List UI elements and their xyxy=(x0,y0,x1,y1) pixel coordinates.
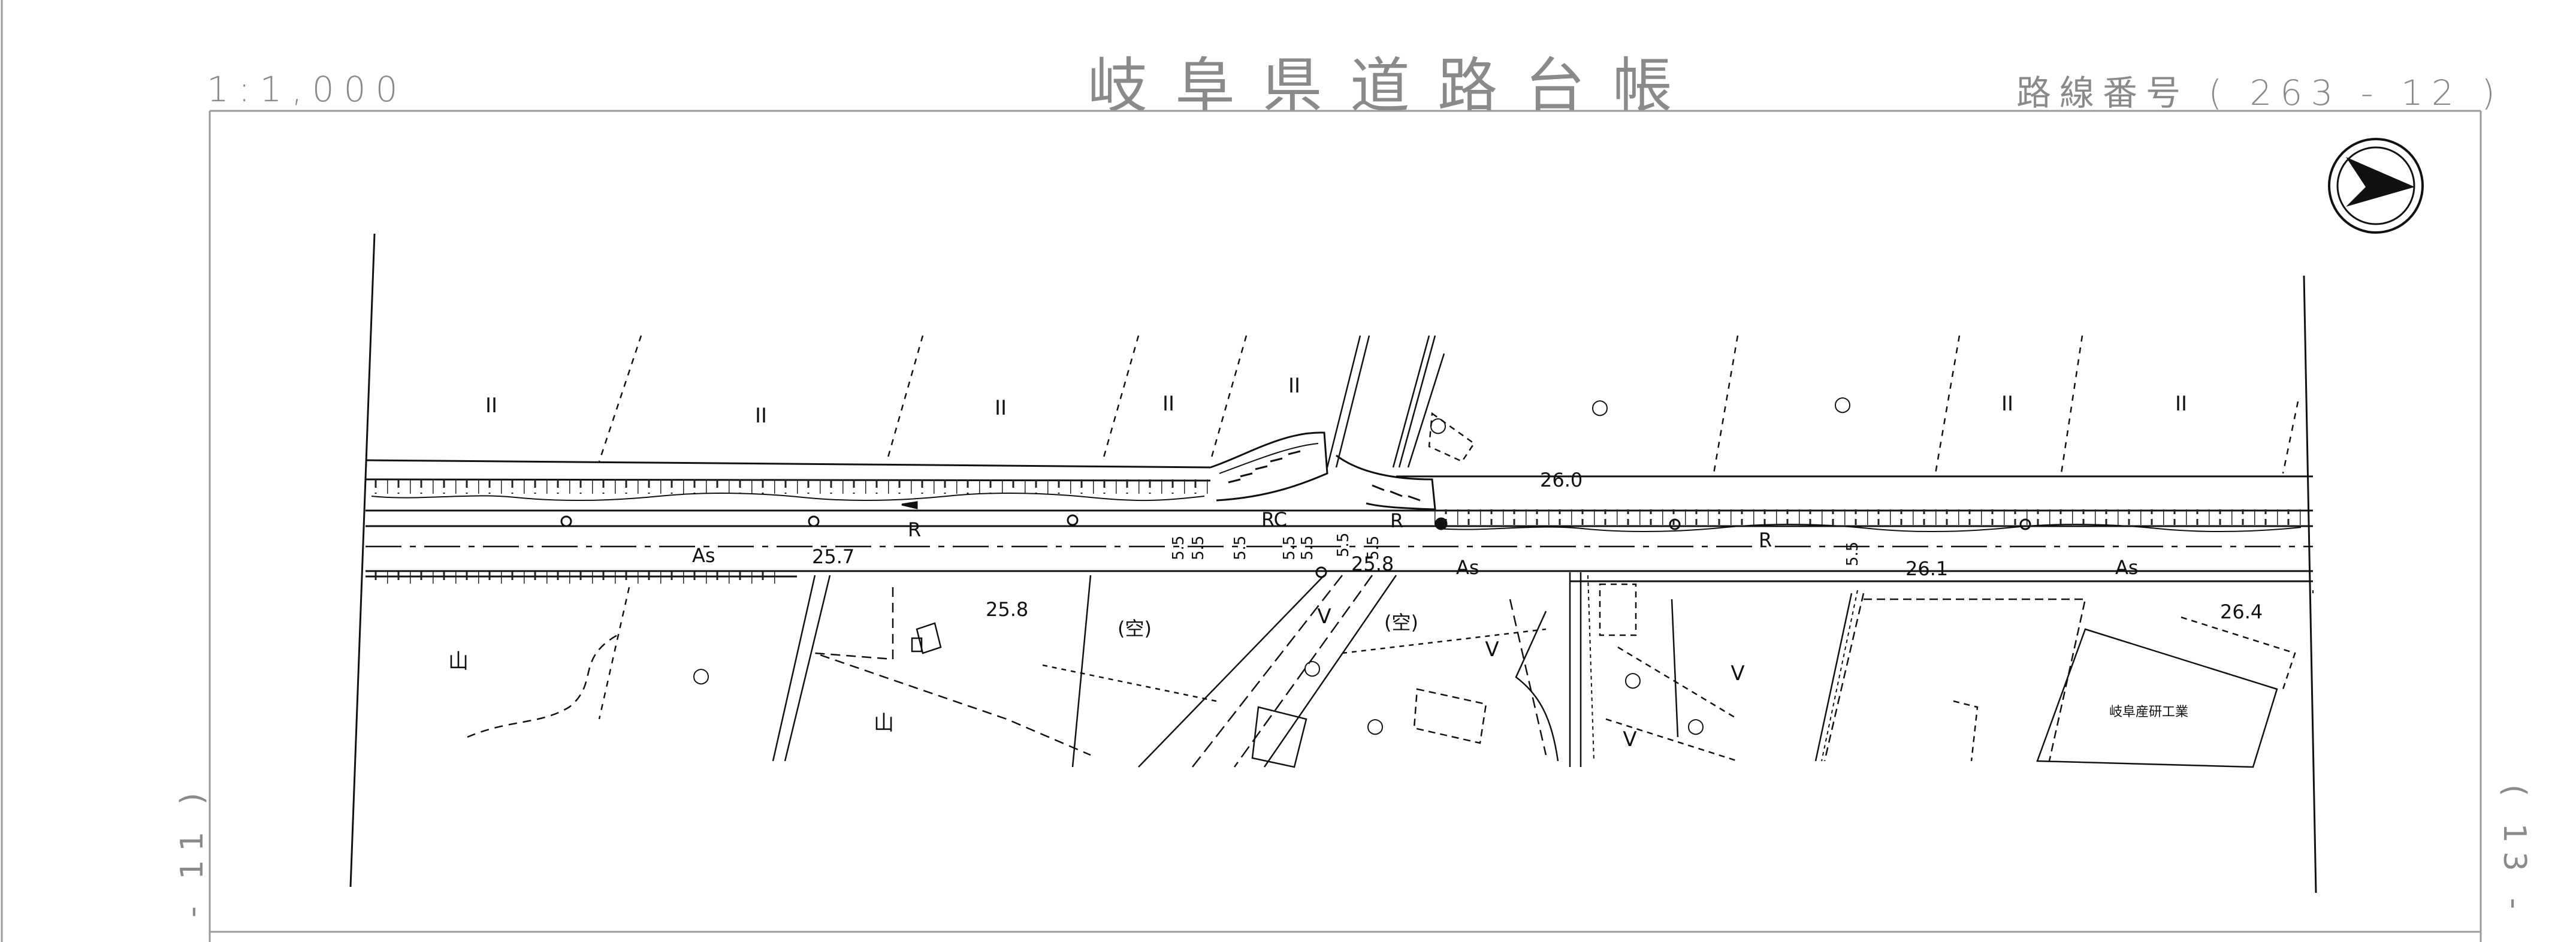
paddy-symbol: II xyxy=(1162,392,1174,416)
sheet-title: 岐阜県道路台帳 xyxy=(1088,51,1700,121)
road-structures xyxy=(1587,575,2314,762)
paddy-symbol: II xyxy=(2175,392,2187,416)
house-symbol: ○ xyxy=(692,663,710,687)
width-5-5: 5.5 xyxy=(1844,542,1862,566)
road-annotations: 25.7 25.8 25.8 26.0 26.1 26.4 As As As R… xyxy=(692,469,2263,623)
width-5-5: 5.5 xyxy=(1231,536,1249,560)
map-scale: 1:1,000 xyxy=(207,69,407,110)
vacant-lot-label: (空) xyxy=(1384,611,1418,634)
survey-markers xyxy=(560,501,2031,578)
surface-asphalt: As xyxy=(692,544,715,567)
paddy-symbol: II xyxy=(755,404,767,428)
parcel-labels: (空) (空) 岐阜産研工業 xyxy=(1118,611,2188,720)
width-5-5: 5.5 xyxy=(1298,536,1316,560)
elevation-25-8: 25.8 xyxy=(1351,552,1394,575)
vacant-lot-label: (空) xyxy=(1118,617,1152,640)
field-symbol: V xyxy=(1731,662,1744,686)
route-label: 路線番号 xyxy=(2016,73,2190,113)
house-symbol: ○ xyxy=(1834,392,1852,416)
width-5-5: 5.5 xyxy=(1334,533,1352,557)
house-symbol: ○ xyxy=(1366,714,1384,738)
field-symbol: V xyxy=(1623,727,1636,751)
north-arrow-icon xyxy=(2328,138,2424,234)
house-symbol: ○ xyxy=(1591,395,1609,419)
forest-symbol: 山 xyxy=(448,650,469,674)
elevation-25-8: 25.8 xyxy=(986,598,1028,621)
curb-r: R xyxy=(1390,509,1403,532)
curb-r: R xyxy=(908,518,921,541)
field-symbol: V xyxy=(1485,638,1499,662)
sheet-frame xyxy=(1,0,2482,942)
main-road xyxy=(365,431,2313,584)
paddy-symbol: II xyxy=(2001,392,2013,416)
curb-r: R xyxy=(1759,529,1772,551)
curb-rc: RC xyxy=(1261,508,1287,531)
forest-symbol: 山 xyxy=(874,711,894,735)
map-boundary xyxy=(349,233,2317,893)
elevation-26-1: 26.1 xyxy=(1905,557,1948,580)
elevation-25-7: 25.7 xyxy=(812,545,854,568)
paddy-symbol: II xyxy=(485,394,497,418)
route-value: ( 263 - 12 ) xyxy=(2208,73,2503,113)
surface-asphalt: As xyxy=(1456,556,1479,579)
width-5-5: 5.5 xyxy=(1281,536,1298,560)
elevation-26-0: 26.0 xyxy=(1540,469,1583,491)
field-symbol: V xyxy=(1317,605,1331,629)
house-symbol: ○ xyxy=(1624,668,1642,692)
elevation-26-4: 26.4 xyxy=(2220,600,2263,623)
width-5-5: 5.5 xyxy=(1189,536,1207,560)
land-use-symbols: II II II II II II II ○ ○ ○ ○ ○ ○ ○ ○ 山 山… xyxy=(448,374,2187,751)
parcel-boundaries xyxy=(467,335,2299,768)
crossing-roads xyxy=(772,335,1582,768)
surface-asphalt: As xyxy=(2115,556,2139,579)
width-5-5: 5.5 xyxy=(1170,536,1188,560)
paddy-symbol: II xyxy=(995,396,1007,420)
house-symbol: ○ xyxy=(1303,656,1321,680)
width-5-5: 5.5 xyxy=(1364,536,1382,560)
route-number: 路線番号 ( 263 - 12 ) xyxy=(2016,65,2503,115)
house-symbol: ○ xyxy=(1687,714,1705,738)
factory-label: 岐阜産研工業 xyxy=(2109,705,2188,720)
house-symbol: ○ xyxy=(1429,413,1447,437)
paddy-symbol: II xyxy=(1288,374,1300,398)
